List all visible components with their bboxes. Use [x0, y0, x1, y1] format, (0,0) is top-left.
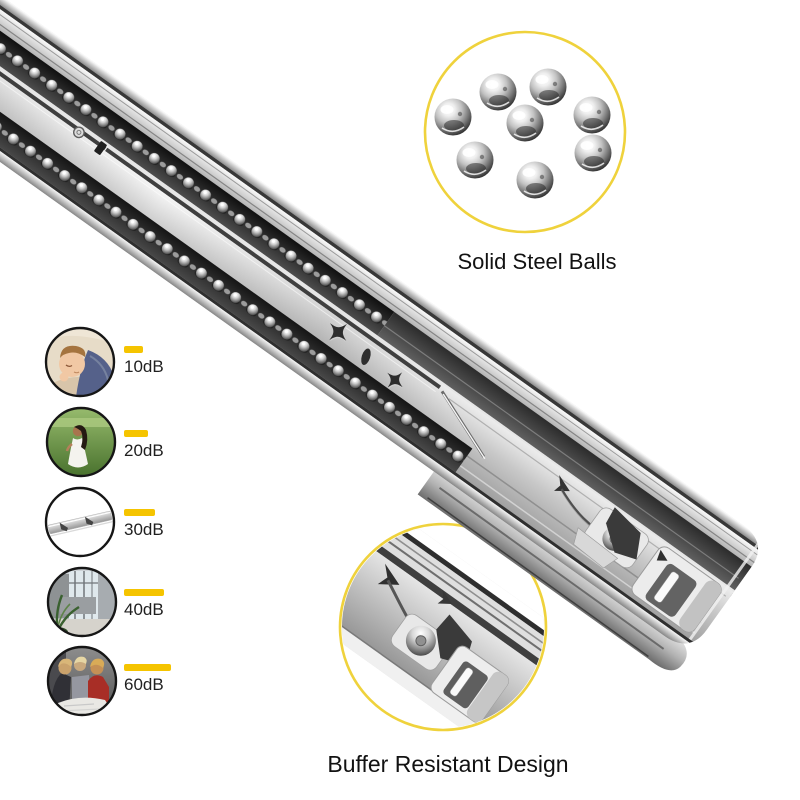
ball-chain-upper	[0, 0, 395, 336]
mounting-hole-rect	[94, 141, 107, 155]
mounting-hole-round	[73, 126, 85, 139]
noise-photo-people-meeting	[46, 645, 118, 717]
noise-level-label: 30dB	[124, 520, 164, 539]
latch-lever	[605, 507, 641, 560]
buffer-bracket	[430, 645, 510, 723]
noise-level-label: 20dB	[124, 441, 164, 460]
noise-photo-woman-meadow	[45, 406, 117, 478]
rail-top-lip	[0, 0, 769, 550]
oval-cutout	[361, 348, 371, 365]
noise-photo-office-interior	[46, 566, 118, 638]
buffer-caption: Buffer Resistant Design	[327, 751, 569, 777]
web-cutouts	[73, 126, 411, 397]
noise-level-bar	[124, 430, 148, 437]
ball-chain-lower	[0, 0, 473, 473]
buffer-detail-zoom	[342, 526, 544, 728]
buffer-detail-callout	[338, 522, 548, 732]
noise-level-bar	[124, 664, 171, 671]
noise-level-label: 60dB	[124, 675, 164, 694]
noise-level-bar	[124, 509, 155, 516]
rail-bottom-lip	[0, 5, 695, 654]
steel-balls-callout	[423, 30, 627, 234]
noise-level-bar	[124, 589, 164, 596]
buffer-clip-arrow	[377, 563, 400, 585]
noise-photo-child-sleeping	[44, 326, 116, 398]
steel-balls-caption: Solid Steel Balls	[457, 249, 617, 274]
noise-level-label: 40dB	[124, 600, 164, 619]
noise-level-label: 10dB	[124, 357, 164, 376]
noise-photo-drawer-slide	[44, 486, 116, 558]
end-bracket	[631, 546, 722, 633]
buffer-mechanism	[460, 430, 760, 644]
latch-clip-arrow	[554, 474, 570, 492]
noise-level-bar	[124, 346, 143, 353]
drawer-slide-rail	[0, 0, 769, 671]
